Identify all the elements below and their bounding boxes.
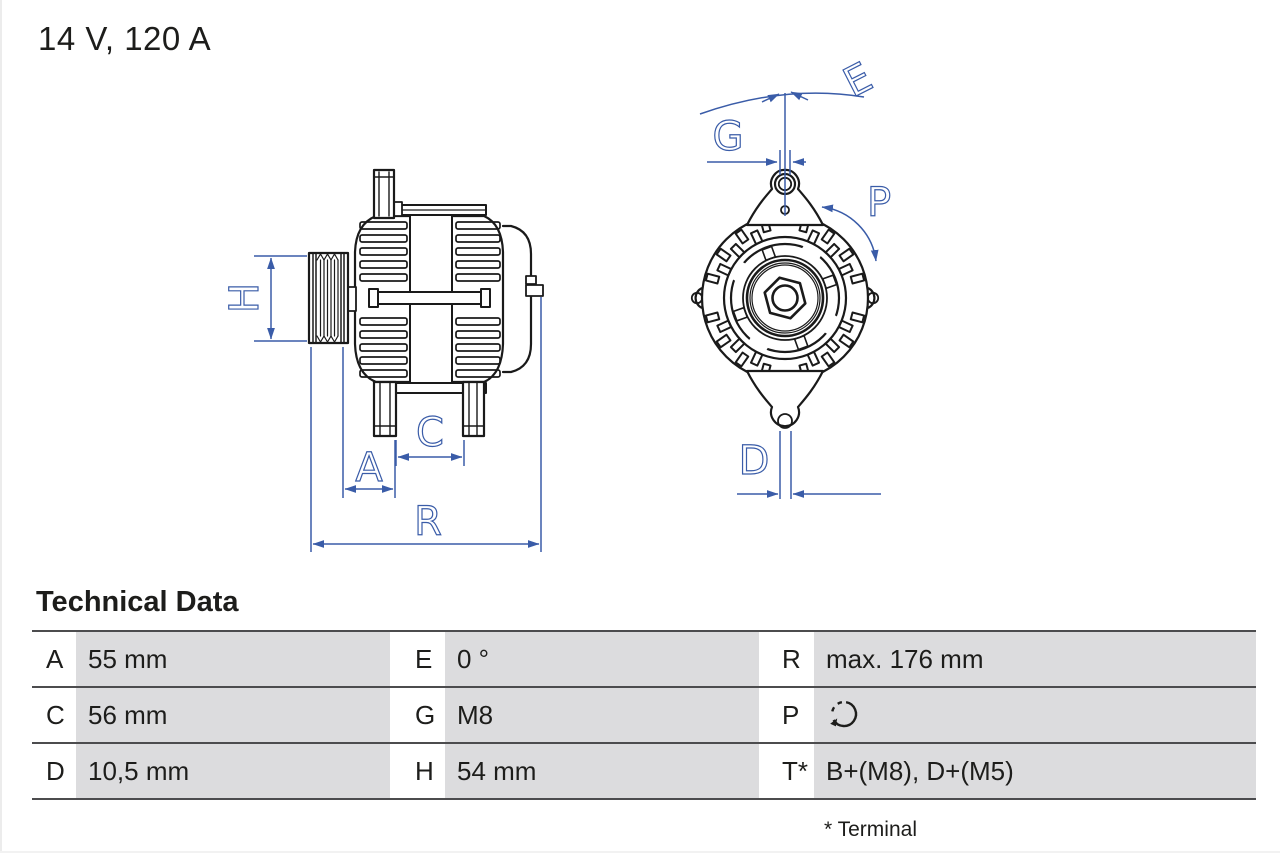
cooling-fins-right	[455, 221, 501, 378]
spec-value-C: 56 mm	[76, 688, 390, 742]
spec-value-G: M8	[445, 688, 759, 742]
through-bolt	[368, 288, 491, 308]
dimension-lines	[254, 91, 881, 552]
terminal-stud	[525, 275, 544, 297]
dim-label-D: D	[739, 438, 770, 484]
bottom-lug-hole	[777, 413, 793, 429]
technical-drawing: H A C R E G P D	[221, 54, 892, 552]
spec-key-R: R	[759, 632, 814, 686]
front-bottom-lug	[745, 369, 825, 428]
dim-label-A: A	[355, 445, 383, 491]
dim-label-C: C	[416, 410, 444, 456]
spec-key-P: P	[759, 688, 814, 742]
dim-label-P: P	[867, 180, 891, 226]
top-mounting-lug	[372, 168, 396, 220]
dim-label-G: G	[713, 114, 744, 160]
dim-label-E: E	[836, 54, 879, 106]
rotation-direction-icon	[830, 701, 858, 728]
spec-key-E: E	[390, 632, 445, 686]
spec-key-G: G	[390, 688, 445, 742]
pulley	[307, 251, 350, 345]
spec-value-H: 54 mm	[445, 744, 759, 798]
front-view-drawing	[690, 168, 880, 429]
shaft-nut	[763, 276, 807, 320]
spec-key-C: C	[32, 688, 76, 742]
spec-value-P	[814, 688, 1256, 742]
table-row: A 55 mm E 0 ° R max. 176 mm	[32, 632, 1256, 688]
side-view-drawing	[307, 168, 544, 438]
spec-value-D: 10,5 mm	[76, 744, 390, 798]
table-row: C 56 mm G M8 P	[32, 688, 1256, 744]
spec-key-H: H	[390, 744, 445, 798]
page-bottom-edge	[0, 851, 1280, 853]
table-row: D 10,5 mm H 54 mm T* B+(M8), D+(M5)	[32, 744, 1256, 798]
spec-value-R: max. 176 mm	[814, 632, 1256, 686]
rear-cover	[501, 224, 533, 374]
vent-slots	[704, 217, 866, 379]
dim-label-H: H	[222, 283, 268, 313]
page-title: 14 V, 120 A	[38, 20, 212, 57]
cooling-fins-left	[359, 221, 408, 378]
spec-key-A: A	[32, 632, 76, 686]
terminal-footnote: * Terminal	[824, 818, 917, 841]
spec-value-E: 0 °	[445, 632, 759, 686]
dim-label-R: R	[414, 499, 442, 545]
spec-key-T: T*	[759, 744, 814, 798]
technical-data-table: A 55 mm E 0 ° R max. 176 mm C 56 mm G M8…	[32, 630, 1256, 800]
spec-value-T: B+(M8), D+(M5)	[814, 744, 1256, 798]
technical-data-heading: Technical Data	[36, 586, 239, 618]
spec-value-A: 55 mm	[76, 632, 390, 686]
spec-key-D: D	[32, 744, 76, 798]
page-left-edge	[0, 0, 2, 853]
